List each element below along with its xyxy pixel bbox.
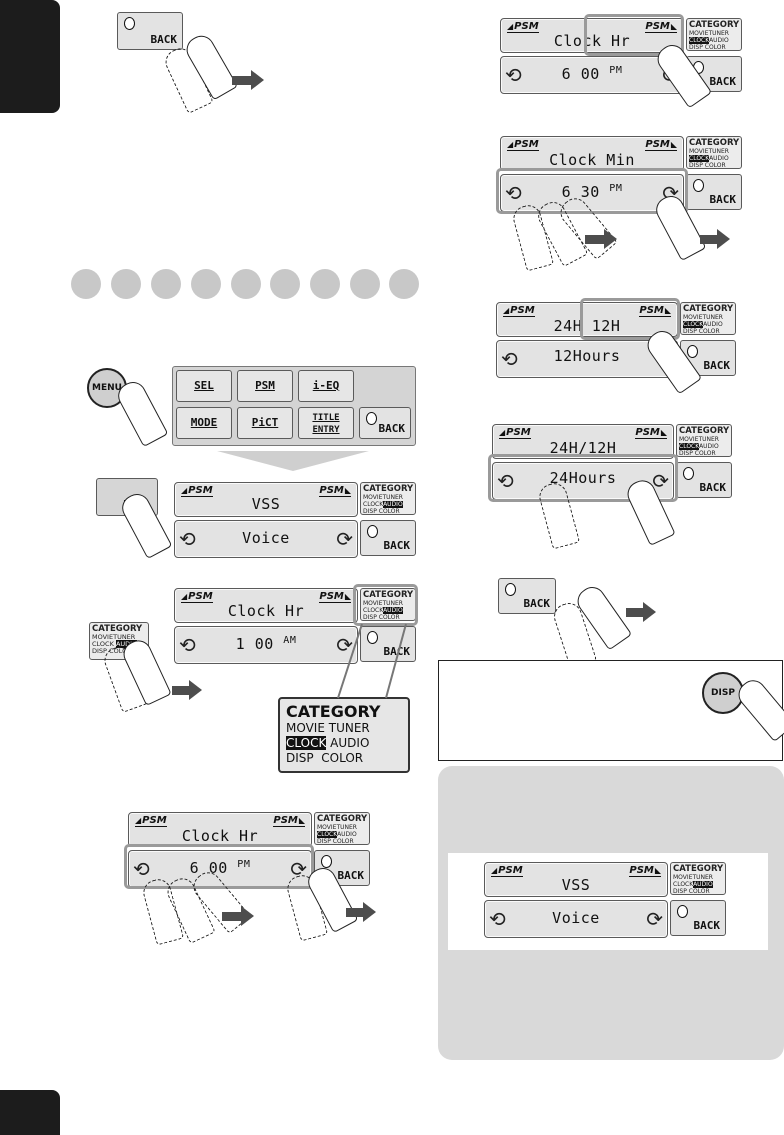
dot-icon — [310, 269, 340, 299]
section-tab-top — [0, 0, 60, 113]
arrow-right-icon — [232, 76, 252, 85]
category-button[interactable]: CATEGORY MOVIETUNER CLOCKAUDIO DISP COLO… — [686, 136, 742, 169]
knob-icon — [693, 179, 704, 192]
arrow-right-icon — [222, 912, 242, 921]
arrow-right-icon — [585, 235, 605, 244]
dot-icon — [111, 269, 141, 299]
back-button[interactable]: BACK — [498, 578, 556, 614]
category-button[interactable]: CATEGORY MOVIETUNER CLOCKAUDIO DISP COLO… — [314, 812, 370, 845]
dot-icon — [389, 269, 419, 299]
dot-icon — [270, 269, 300, 299]
arrow-right-icon — [626, 608, 644, 617]
lcd-bottom-cell[interactable]: ⟲⟳ Voice — [174, 520, 358, 558]
knob-icon — [321, 855, 332, 868]
menu-mode-button[interactable]: MODE — [176, 407, 232, 439]
down-arrow-icon — [217, 451, 369, 471]
menu-ieq-button[interactable]: i-EQ — [298, 370, 354, 402]
back-button[interactable]: BACK — [360, 520, 416, 556]
finger-icon — [114, 377, 169, 447]
menu-pict-button[interactable]: PiCT — [237, 407, 293, 439]
arrow-right-icon — [346, 908, 364, 917]
category-button[interactable]: CATEGORY MOVIETUNER CLOCKAUDIO DISP COLO… — [676, 424, 732, 457]
zoom-connector — [330, 620, 410, 700]
lcd-bottom-cell[interactable]: ⟲⟳ Voice — [484, 900, 668, 938]
finger-icon — [118, 489, 173, 559]
back-button[interactable]: BACK — [670, 900, 726, 936]
dot-icon — [350, 269, 380, 299]
category-button[interactable]: CATEGORY MOVIETUNER CLOCKAUDIO DISP COLO… — [686, 18, 742, 51]
lcd-bottom-cell[interactable]: ⟲⟳ 6 00 PM — [500, 56, 684, 94]
knob-icon — [124, 17, 135, 30]
menu-title-entry-button[interactable]: TITLE ENTRY — [298, 407, 354, 439]
knob-icon — [683, 467, 694, 480]
menu-psm-button[interactable]: PSM — [237, 370, 293, 402]
arrow-right-icon — [172, 686, 190, 695]
dot-icon — [191, 269, 221, 299]
arrow-right-icon — [700, 235, 718, 244]
dot-icon — [151, 269, 181, 299]
knob-icon — [366, 412, 377, 425]
category-zoom: CATEGORY MOVIE TUNER CLOCK AUDIO DISP CO… — [278, 697, 410, 773]
back-button[interactable]: BACK — [359, 407, 411, 439]
knob-icon — [687, 345, 698, 358]
section-tab-bottom — [0, 1090, 60, 1135]
category-button[interactable]: CATEGORY MOVIETUNER CLOCKAUDIO DISP COLO… — [360, 482, 416, 515]
category-button[interactable]: CATEGORY MOVIETUNER CLOCKAUDIO DISP COLO… — [670, 862, 726, 895]
knob-icon — [505, 583, 516, 596]
knob-icon — [367, 525, 378, 538]
back-button[interactable]: BACK — [676, 462, 732, 498]
back-button[interactable]: BACK — [117, 12, 183, 50]
back-button[interactable]: BACK — [686, 174, 742, 210]
dot-icon — [71, 269, 101, 299]
category-button[interactable]: CATEGORY MOVIETUNER CLOCKAUDIO DISP COLO… — [680, 302, 736, 335]
menu-sel-button[interactable]: SEL — [176, 370, 232, 402]
dot-icon — [231, 269, 261, 299]
knob-icon — [677, 905, 688, 918]
